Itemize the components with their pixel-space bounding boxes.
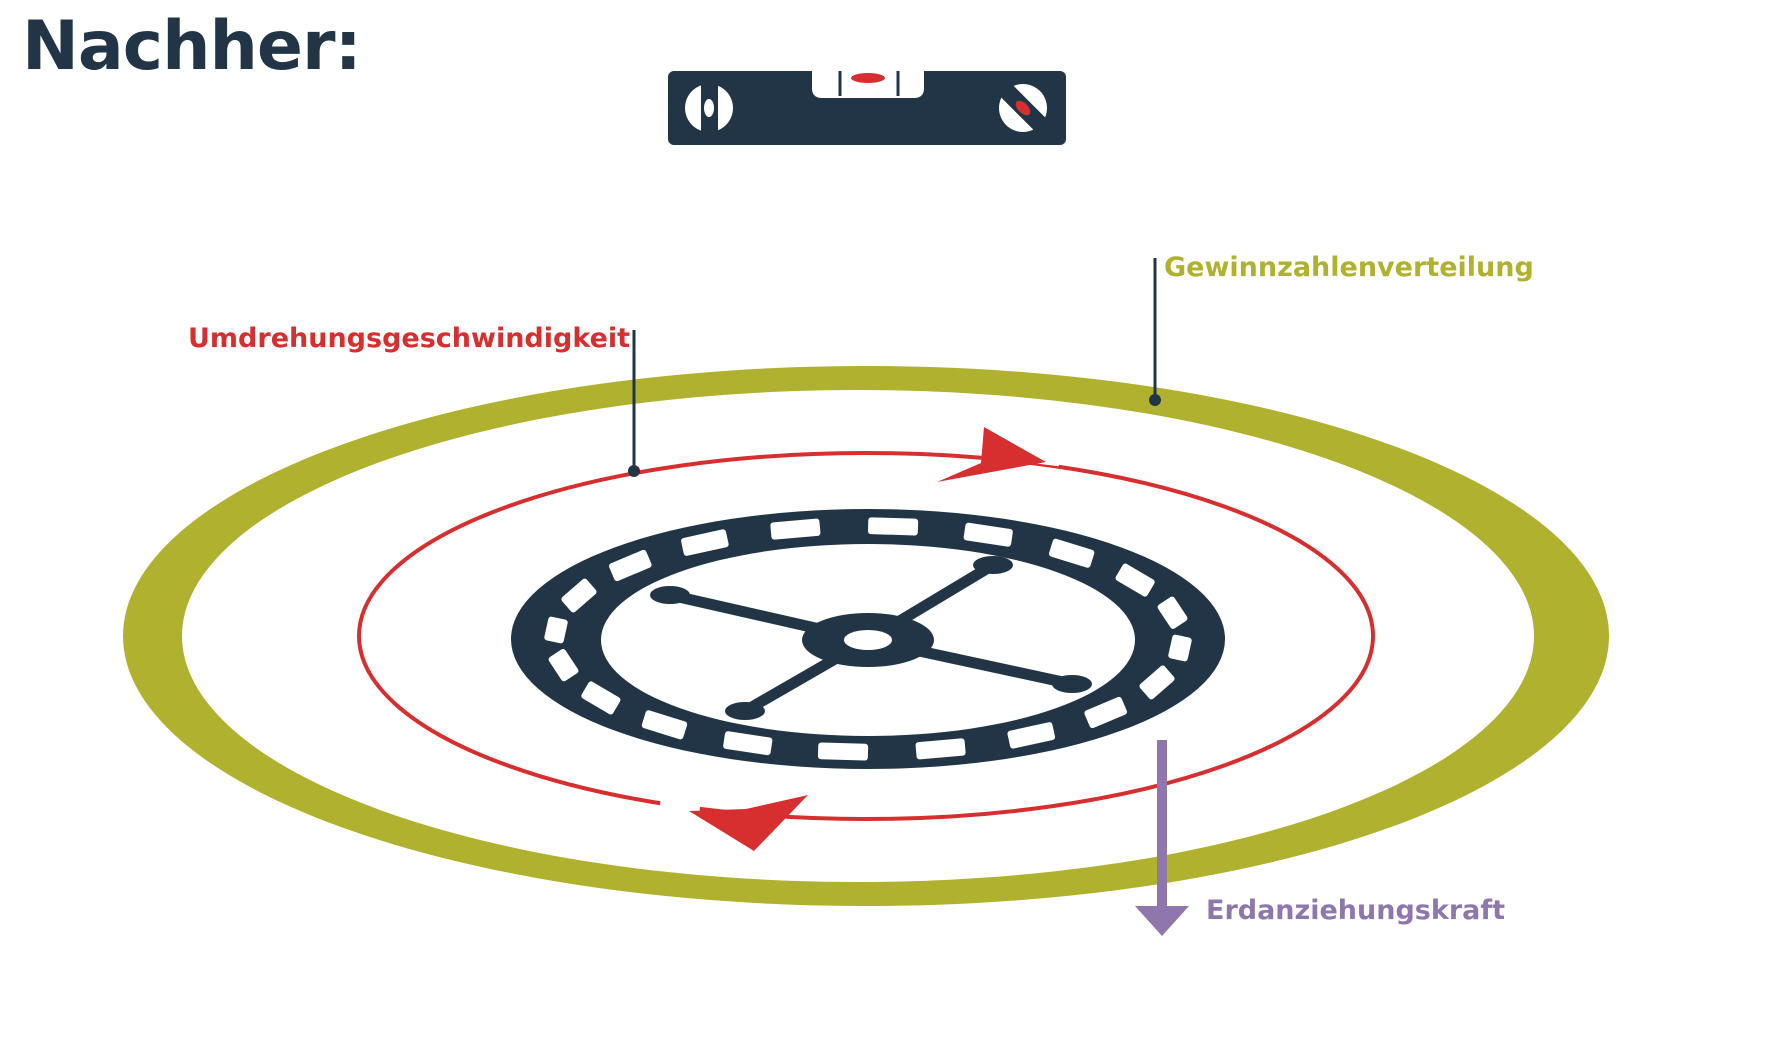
wheel-pocket (544, 616, 568, 644)
speed-leader-line (628, 330, 640, 477)
wheel-pocket (1007, 722, 1056, 749)
rotation-track (357, 443, 1375, 821)
wheel-pocket (1157, 596, 1188, 629)
wheel-pocket (641, 710, 688, 740)
wheel-pocket (770, 518, 821, 540)
wheel-pocket (548, 648, 579, 682)
wheel-pocket (1139, 665, 1175, 700)
rotation-arrow-left-icon (689, 795, 808, 851)
wheel-pocket (561, 578, 597, 613)
wheel-pocket (817, 742, 869, 761)
wheel-pocket (1168, 634, 1192, 662)
wheel-pocket (915, 738, 966, 760)
wheel-pocket (1048, 538, 1095, 568)
wheel-pocket (723, 731, 773, 756)
gravity-arrow-icon (1135, 740, 1189, 936)
wheel-pocket (609, 549, 652, 582)
roulette-wheel (511, 509, 1225, 769)
wheel-pocket (1084, 696, 1127, 729)
speed-label: Umdrehungsgeschwindigkeit (188, 323, 631, 354)
wheel-pocket (581, 681, 621, 715)
wheel-pocket (681, 529, 729, 556)
distribution-label: Gewinnzahlenverteilung (1164, 252, 1534, 283)
wheel-pocket (963, 522, 1013, 547)
spirit-level-icon (668, 71, 1066, 145)
rotation-arrow-right-icon (937, 427, 1046, 482)
gravity-label: Erdanziehungskraft (1206, 895, 1506, 926)
page-title: Nachher: (22, 7, 362, 86)
wheel-pocket (867, 517, 919, 536)
wheel-pocket (1115, 563, 1155, 597)
distribution-leader-line (1149, 258, 1161, 406)
